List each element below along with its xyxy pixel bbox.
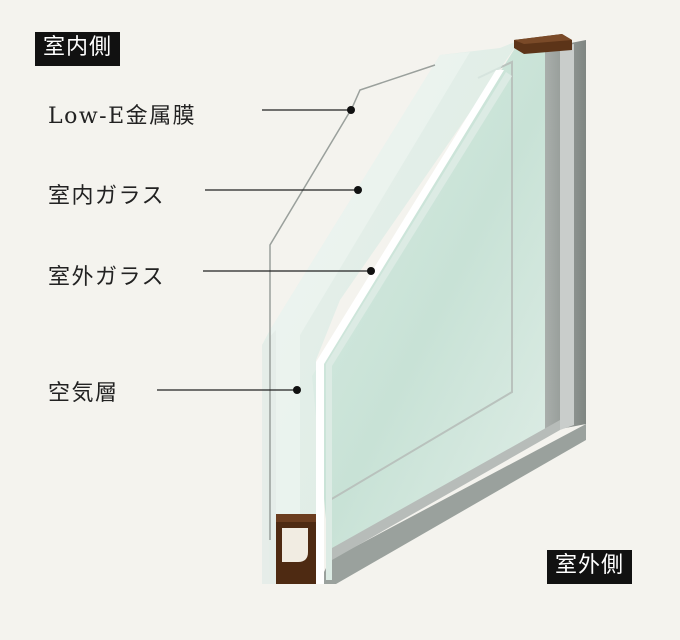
outdoor-side-badge: 室外側 [547, 550, 633, 584]
leader-lines [157, 109, 370, 391]
spacer-top [514, 34, 572, 54]
low-e-label: Low-E金属膜 [48, 104, 197, 129]
dot-air-layer [293, 386, 301, 394]
spacer-bottom [276, 514, 316, 584]
dot-outer-glass [367, 267, 375, 275]
dot-inner-glass [354, 186, 362, 194]
outer-glass-label: 室外ガラス [48, 265, 166, 290]
outer-glass-pane [312, 40, 586, 584]
air-layer-label: 空気層 [48, 381, 119, 406]
dot-low-e [347, 106, 355, 114]
leader-dots [293, 106, 375, 394]
inner-glass-label: 室内ガラス [48, 184, 166, 209]
indoor-side-badge: 室内側 [35, 32, 121, 66]
